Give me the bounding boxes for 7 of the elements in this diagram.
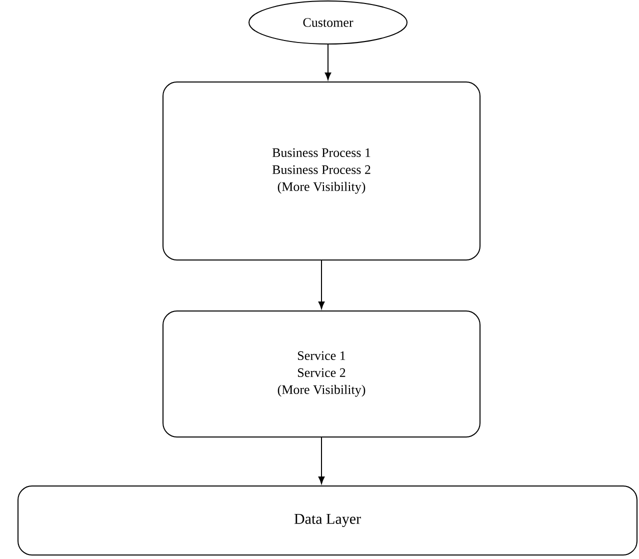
arrow <box>318 437 325 484</box>
layer-box: Data Layer <box>18 486 638 556</box>
oval-node: Customer <box>248 0 408 44</box>
arrow <box>318 260 325 309</box>
arrow <box>324 44 332 80</box>
process-box: Business Process 1 Business Process 2 (More Visibility) <box>162 82 480 260</box>
service-box: Service 1 Service 2 (More Visibility) <box>162 310 480 438</box>
